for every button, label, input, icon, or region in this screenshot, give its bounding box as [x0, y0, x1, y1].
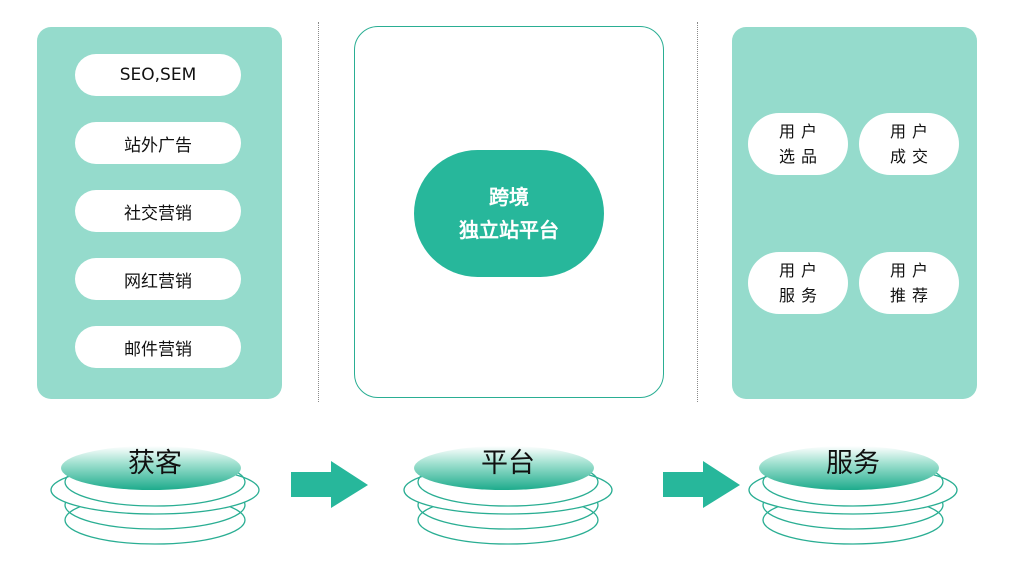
services-panel: 用户 选品 用户 成交 用户 服务 用户 推荐 [732, 27, 977, 399]
platform-line-1: 跨境 [489, 184, 529, 209]
service-product-selection: 用户 选品 [748, 113, 848, 175]
service-line-1: 用户 [889, 261, 934, 280]
service-line-1: 用户 [778, 122, 823, 141]
channel-email-marketing: 邮件营销 [75, 326, 241, 368]
channel-social-marketing: 社交营销 [75, 190, 241, 232]
platform-panel: 跨境 独立站平台 [354, 26, 664, 398]
dotted-divider-left [318, 22, 319, 402]
platform-oval: 跨境 独立站平台 [414, 150, 604, 277]
stacked-disc-icon [748, 446, 958, 545]
platform-line-2: 独立站平台 [459, 217, 559, 242]
service-line-1: 用户 [778, 261, 823, 280]
channel-seo-sem: SEO,SEM [75, 54, 241, 96]
service-referral: 用户 推荐 [859, 252, 959, 314]
service-line-2: 服务 [778, 286, 823, 305]
stage-service: 服务 [738, 430, 968, 550]
stage-platform: 平台 [393, 430, 623, 550]
stage-label-platform: 平台 [481, 448, 535, 479]
acquisition-channels-panel: SEO,SEM 站外广告 社交营销 网红营销 邮件营销 [37, 27, 282, 399]
service-customer-service: 用户 服务 [748, 252, 848, 314]
stage-label-service: 服务 [826, 448, 880, 479]
stage-acquisition: 获客 [40, 430, 270, 550]
service-line-2: 选品 [778, 147, 823, 166]
channel-influencer-marketing: 网红营销 [75, 258, 241, 300]
arrow-right-icon [291, 461, 368, 508]
service-line-1: 用户 [889, 122, 934, 141]
stacked-disc-icon [403, 446, 613, 545]
service-line-2: 推荐 [889, 286, 934, 305]
stage-label-acquisition: 获客 [128, 448, 182, 479]
stacked-disc-icon [50, 446, 260, 545]
service-line-2: 成交 [889, 147, 934, 166]
channel-offsite-ads: 站外广告 [75, 122, 241, 164]
service-transaction: 用户 成交 [859, 113, 959, 175]
dotted-divider-right [697, 22, 698, 402]
arrow-right-icon [663, 461, 740, 508]
